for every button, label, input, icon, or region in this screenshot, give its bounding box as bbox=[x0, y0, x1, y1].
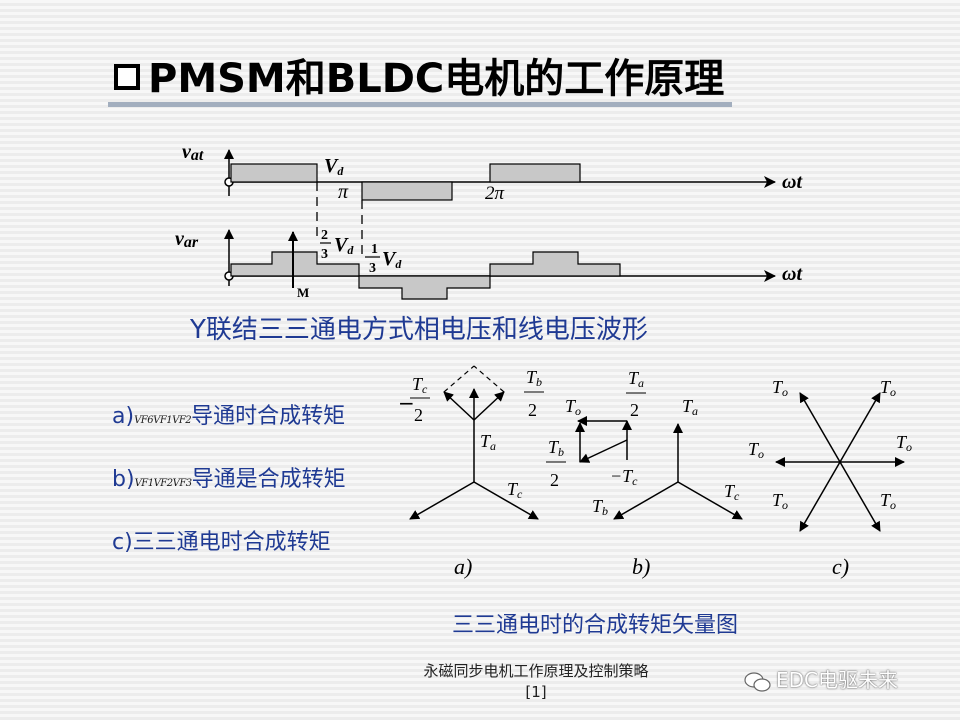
vector-b-tc bbox=[677, 481, 743, 520]
footer-source: 永磁同步电机工作原理及控制策略 [1] bbox=[392, 661, 680, 703]
two-thirds-num: 2 bbox=[321, 228, 328, 243]
vector-a-tc bbox=[473, 481, 539, 520]
vector-a-dashed-2 bbox=[473, 365, 505, 393]
vector-a-frac1-den: 2 bbox=[414, 405, 423, 425]
bottom-ylabel: var bbox=[175, 228, 199, 251]
vector-c-label-3: To bbox=[748, 439, 764, 461]
phase-voltage-waveform: vat Vd π 2π ωt bbox=[182, 141, 803, 254]
bottom-positive-steps-1 bbox=[230, 251, 360, 277]
bottom-x-label: ωt bbox=[782, 263, 803, 285]
vd-label: Vd bbox=[324, 155, 344, 178]
vector-c-label-5: To bbox=[772, 490, 788, 512]
top-pulse-positive-2 bbox=[489, 163, 581, 183]
vector-b-tb bbox=[613, 481, 679, 520]
top-x-label: ωt bbox=[782, 171, 803, 193]
two-pi-label: 2π bbox=[485, 183, 505, 204]
vector-a-tc-num: Tc bbox=[412, 374, 428, 396]
watermark: EDC电驱未来 bbox=[744, 664, 898, 693]
list-item-c: c)三三通电时合成转矩 bbox=[112, 530, 331, 555]
item-b-switches: VF1VF2VF3 bbox=[134, 478, 193, 489]
top-pulse-positive-1 bbox=[230, 163, 318, 183]
vector-a-neg-tc-half bbox=[443, 391, 475, 421]
item-b-prefix: b) bbox=[112, 467, 135, 492]
item-b-text: 导通是合成转矩 bbox=[191, 467, 346, 492]
vector-a-tc-label: Tc bbox=[507, 479, 523, 501]
one-third-num: 1 bbox=[371, 242, 378, 257]
item-a-switches: VF6VF1VF2 bbox=[134, 415, 192, 426]
vector-b-ta-num: Ta bbox=[628, 368, 644, 390]
vector-c-to-6 bbox=[839, 461, 881, 532]
footer-line-2: [1] bbox=[525, 683, 547, 701]
vector-a-caption: a) bbox=[454, 554, 472, 579]
vector-b-neg-tc-label: −Tc bbox=[610, 466, 638, 488]
pi-label: π bbox=[338, 181, 349, 203]
bottom-negative-steps bbox=[358, 275, 491, 300]
vector-a-dashed-1 bbox=[443, 365, 475, 393]
vector-c-to-2 bbox=[839, 392, 881, 463]
one-third-den: 3 bbox=[369, 261, 376, 276]
vector-c-to-1 bbox=[799, 392, 841, 463]
list-item-b: b)VF1VF2VF3导通是合成转矩 bbox=[112, 461, 346, 493]
m-label: M bbox=[297, 285, 309, 300]
one-third-vd: Vd bbox=[382, 248, 402, 271]
vector-c-label-4: To bbox=[896, 432, 912, 454]
vector-caption: 三三通电时的合成转矩矢量图 bbox=[452, 613, 739, 638]
vector-a-tb bbox=[409, 481, 475, 520]
square-bullet-icon bbox=[114, 64, 140, 90]
footer-line-1: 永磁同步电机工作原理及控制策略 bbox=[423, 662, 649, 680]
vector-c-label-1: To bbox=[772, 377, 788, 399]
wechat-icon bbox=[744, 671, 771, 692]
item-a-text: 导通时合成转矩 bbox=[191, 404, 346, 429]
slide-title: PMSM和BLDC电机的工作原理 bbox=[114, 46, 724, 104]
watermark-text: EDC电驱未来 bbox=[776, 668, 899, 692]
vector-diagram-c: To To To To To To c) bbox=[748, 377, 912, 579]
waveform-caption: Y联结三三通电方式相电压和线电压波形 bbox=[190, 315, 648, 345]
vector-diagram-b: To Ta 2 Ta Tb 2 −Tc Tb Tc b) bbox=[546, 368, 743, 579]
title-underline bbox=[108, 102, 732, 107]
vector-c-to-5 bbox=[799, 461, 841, 532]
slide-title-text: PMSM和BLDC电机的工作原理 bbox=[148, 56, 725, 102]
vector-b-to-label: To bbox=[565, 396, 581, 418]
vector-a-frac2-den: 2 bbox=[528, 400, 537, 420]
vector-c-label-6: To bbox=[880, 490, 896, 512]
vector-b-ta-label: Ta bbox=[682, 396, 698, 418]
vector-b-tb-num: Tb bbox=[548, 437, 564, 459]
vector-b-tc-label: Tc bbox=[724, 481, 740, 503]
vector-c-caption: c) bbox=[832, 554, 849, 579]
list-item-a: a)VF6VF1VF2导通时合成转矩 bbox=[112, 398, 345, 430]
vector-a-ta-label: Ta bbox=[480, 431, 496, 453]
vector-diagram-a: − Tc 2 Tb 2 Ta Tc a) bbox=[398, 365, 544, 579]
bottom-positive-steps-2 bbox=[489, 251, 621, 277]
two-thirds-den: 3 bbox=[321, 247, 328, 262]
two-thirds-vd: Vd bbox=[334, 234, 354, 257]
vector-b-caption: b) bbox=[632, 554, 650, 579]
vector-b-tb-half bbox=[579, 439, 628, 463]
vector-b-tb-label: Tb bbox=[592, 496, 608, 518]
vector-a-tb-num: Tb bbox=[526, 367, 542, 389]
vector-a-tb-half bbox=[473, 391, 505, 421]
vector-c-label-2: To bbox=[880, 377, 896, 399]
item-a-prefix: a) bbox=[112, 404, 135, 429]
line-voltage-waveform: M var 2 3 Vd 1 3 Vd ωt bbox=[175, 228, 803, 300]
vector-b-frac2-den: 2 bbox=[550, 470, 559, 490]
top-pulse-negative bbox=[361, 181, 453, 201]
vector-b-frac1-den: 2 bbox=[630, 400, 639, 420]
top-ylabel: vat bbox=[182, 141, 204, 164]
vector-a-minus: − bbox=[398, 391, 415, 415]
